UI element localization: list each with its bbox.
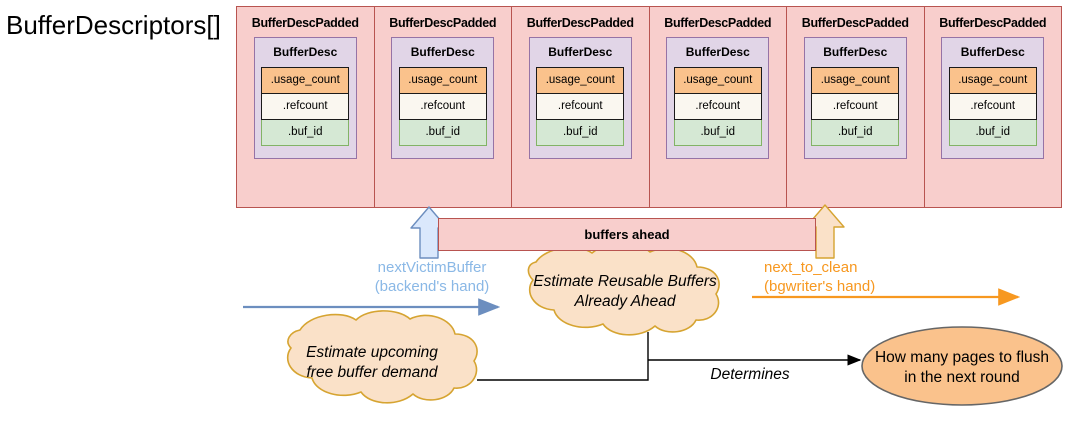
next-to-clean-line1: next_to_clean [764, 259, 858, 276]
padded-cell-title: BufferDescPadded [664, 16, 772, 30]
buffer-desc-title: BufferDesc [960, 45, 1025, 59]
buffer-descriptors-array: BufferDescPadded BufferDesc .usage_count… [236, 6, 1062, 208]
field-refcount: .refcount [948, 94, 1037, 120]
padded-cell-title: BufferDescPadded [801, 16, 909, 30]
buffer-desc-title: BufferDesc [823, 45, 888, 59]
buffer-desc-box: BufferDesc .usage_count .refcount .buf_i… [666, 37, 770, 159]
field-buf-id: .buf_id [536, 120, 625, 146]
field-usage-count: .usage_count [811, 67, 900, 94]
field-usage-count: .usage_count [398, 67, 487, 94]
next-victim-buffer-line2: (backend's hand) [374, 278, 490, 295]
field-usage-count: .usage_count [948, 67, 1037, 94]
buffer-desc-title: BufferDesc [548, 45, 613, 59]
buffer-desc-fields: .usage_count .refcount .buf_id [536, 67, 625, 146]
next-victim-buffer-line1: nextVictimBuffer [377, 259, 487, 276]
field-refcount: .refcount [398, 94, 487, 120]
padded-cell-title: BufferDescPadded [389, 16, 497, 30]
buffer-desc-padded-cell[interactable]: BufferDescPadded BufferDesc .usage_count… [787, 7, 925, 207]
buffer-desc-padded-cell[interactable]: BufferDescPadded BufferDesc .usage_count… [237, 7, 375, 207]
field-usage-count: .usage_count [673, 67, 762, 94]
field-buf-id: .buf_id [811, 120, 900, 146]
buffer-desc-box: BufferDesc .usage_count .refcount .buf_i… [528, 37, 632, 159]
padded-cell-title: BufferDescPadded [526, 16, 634, 30]
field-buf-id: .buf_id [398, 120, 487, 146]
page-title: BufferDescriptors[] [6, 10, 221, 40]
buffer-desc-padded-cell[interactable]: BufferDescPadded BufferDesc .usage_count… [512, 7, 650, 207]
next-to-clean-label: next_to_clean (bgwriter's hand) [764, 258, 924, 296]
field-refcount: .refcount [261, 94, 350, 120]
field-refcount: .refcount [673, 94, 762, 120]
connector-cloud-demand [477, 360, 649, 381]
buffer-desc-box: BufferDesc .usage_count .refcount .buf_i… [253, 37, 357, 159]
determines-label: Determines [710, 366, 790, 383]
buffers-ahead-bar: buffers ahead [438, 218, 816, 251]
field-buf-id: .buf_id [673, 120, 762, 146]
buffer-desc-title: BufferDesc [273, 45, 338, 59]
buffer-desc-box: BufferDesc .usage_count .refcount .buf_i… [391, 37, 495, 159]
buffer-desc-fields: .usage_count .refcount .buf_id [811, 67, 900, 146]
buffer-desc-box: BufferDesc .usage_count .refcount .buf_i… [803, 37, 907, 159]
buffer-desc-fields: .usage_count .refcount .buf_id [948, 67, 1037, 146]
buffer-desc-title: BufferDesc [410, 45, 475, 59]
buffer-desc-padded-cell[interactable]: BufferDescPadded BufferDesc .usage_count… [924, 7, 1061, 207]
field-buf-id: .buf_id [948, 120, 1037, 146]
next-to-clean-line2: (bgwriter's hand) [764, 278, 876, 295]
buffer-desc-fields: .usage_count .refcount .buf_id [398, 67, 487, 146]
buffer-desc-fields: .usage_count .refcount .buf_id [673, 67, 762, 146]
buffer-desc-padded-cell[interactable]: BufferDescPadded BufferDesc .usage_count… [374, 7, 512, 207]
field-buf-id: .buf_id [261, 120, 350, 146]
field-usage-count: .usage_count [261, 67, 350, 94]
buffer-desc-padded-cell[interactable]: BufferDescPadded BufferDesc .usage_count… [649, 7, 787, 207]
cloud-upcoming-demand [286, 310, 478, 404]
buffer-desc-title: BufferDesc [685, 45, 750, 59]
buffer-desc-fields: .usage_count .refcount .buf_id [261, 67, 350, 146]
field-refcount: .refcount [811, 94, 900, 120]
field-usage-count: .usage_count [536, 67, 625, 94]
field-refcount: .refcount [536, 94, 625, 120]
result-ellipse [861, 326, 1063, 406]
next-victim-buffer-label: nextVictimBuffer (backend's hand) [352, 258, 512, 296]
buffers-ahead-label: buffers ahead [584, 227, 670, 242]
padded-cell-title: BufferDescPadded [251, 16, 359, 30]
padded-cell-title: BufferDescPadded [939, 16, 1047, 30]
buffer-desc-box: BufferDesc .usage_count .refcount .buf_i… [941, 37, 1045, 159]
